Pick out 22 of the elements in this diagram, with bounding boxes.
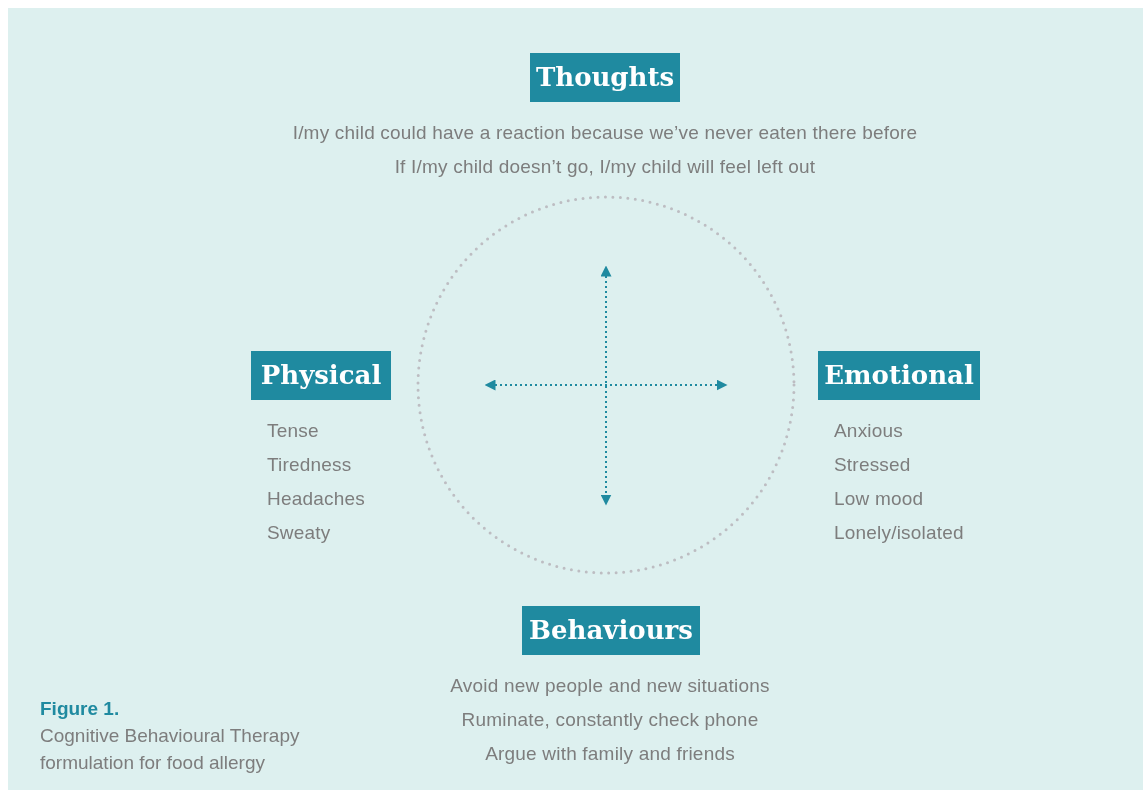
- list-item-text: Headaches: [267, 487, 365, 511]
- list-item-text: Low mood: [834, 487, 924, 511]
- list-item-text: Stressed: [834, 453, 911, 477]
- list-item-text: Anxious: [834, 419, 903, 443]
- list-item-text: Tiredness: [267, 453, 352, 477]
- list-item-text: If I/my child doesn’t go, I/my child will feel left out: [394, 155, 816, 179]
- heading-box: [522, 606, 700, 655]
- heading-box: [251, 351, 391, 400]
- list-item-text: Argue with family and friends: [485, 742, 735, 766]
- heading-text: Physical: [260, 359, 382, 392]
- list-item-text: Lonely/isolated: [834, 521, 964, 545]
- heading-box: [530, 53, 680, 102]
- figure-caption: Figure 1. Cognitive Behavioural Therapy formulation for food allergy: [40, 697, 301, 775]
- list-item-text: Tense: [267, 419, 319, 443]
- heading-box: [818, 351, 980, 400]
- heading-text: Emotional: [824, 359, 974, 392]
- list-item-text: Avoid new people and new situations: [450, 674, 770, 698]
- heading-text: Thoughts: [535, 61, 675, 94]
- heading-text: Behaviours: [529, 614, 693, 647]
- list-item-text: Ruminate, constantly check phone: [461, 708, 759, 732]
- list-item-text: I/my child could have a reaction because we’ve never eaten there before: [292, 121, 918, 145]
- list-item-text: Sweaty: [267, 521, 331, 545]
